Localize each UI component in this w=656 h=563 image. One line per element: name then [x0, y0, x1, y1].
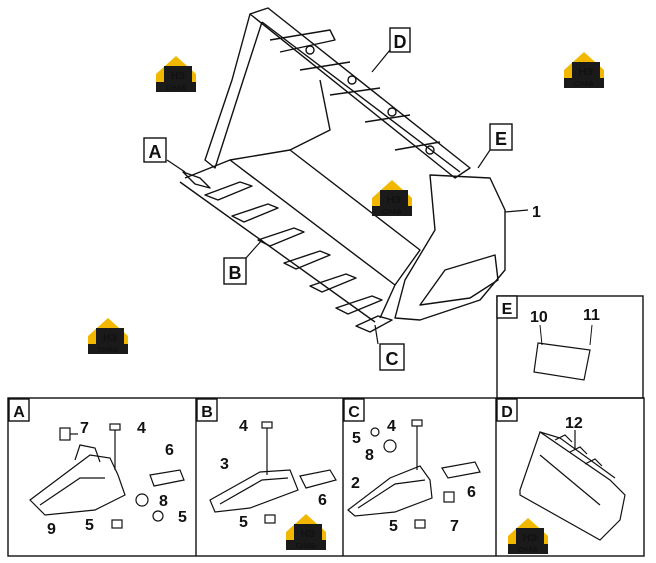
- logo-watermark-1: НЭ СНАБ: [156, 56, 196, 92]
- part-number-10: 10: [530, 309, 548, 326]
- svg-text:E: E: [495, 129, 507, 149]
- callout-b: B: [223, 257, 247, 285]
- svg-text:НЭ: НЭ: [523, 533, 537, 544]
- part-number-5: 5: [239, 514, 248, 531]
- callout-e: E: [489, 123, 513, 151]
- part-number-4: 4: [137, 420, 146, 437]
- part-number-12: 12: [565, 415, 583, 432]
- logo-watermark-5: НЭ СНАБ: [286, 514, 326, 550]
- part-number-5: 5: [178, 509, 187, 526]
- main-leaders: [166, 49, 529, 345]
- svg-text:НЭ: НЭ: [301, 529, 315, 540]
- part-number-9: 9: [47, 521, 56, 538]
- callout-a: A: [143, 137, 167, 163]
- part-number-3: 3: [220, 456, 229, 473]
- logo-watermark-4: НЭ СНАБ: [88, 318, 128, 354]
- main-bucket-drawing: [179, 7, 506, 333]
- part-number-2: 2: [351, 475, 360, 492]
- svg-text:СНАБ: СНАБ: [98, 347, 118, 354]
- svg-text:НЭ: НЭ: [579, 67, 593, 78]
- svg-text:B: B: [201, 404, 213, 421]
- svg-text:СНАБ: СНАБ: [574, 81, 594, 88]
- part-number-6: 6: [467, 484, 476, 501]
- svg-text:НЭ: НЭ: [171, 71, 185, 82]
- svg-text:A: A: [13, 404, 25, 421]
- part-number-4: 4: [239, 418, 248, 435]
- callout-c: C: [379, 343, 405, 371]
- part-number-5-lower: 5: [389, 518, 398, 535]
- svg-text:НЭ: НЭ: [103, 333, 117, 344]
- svg-text:D: D: [394, 32, 407, 52]
- panel-c: C 4 5 8 2 6 5 7: [343, 398, 481, 535]
- part-number-7: 7: [80, 420, 89, 437]
- part-number-5-lower: 5: [85, 517, 94, 534]
- panel-b: B 4 3 6 5: [196, 398, 337, 531]
- part-number-4: 4: [387, 418, 396, 435]
- part-number-6: 6: [165, 442, 174, 459]
- svg-text:B: B: [229, 263, 242, 283]
- svg-text:C: C: [386, 349, 399, 369]
- bottom-frame: [7, 397, 645, 557]
- logo-watermark-3: НЭ СНАБ: [372, 180, 412, 216]
- svg-text:D: D: [501, 404, 513, 421]
- svg-text:СНАБ: СНАБ: [296, 543, 316, 550]
- part-number-6: 6: [318, 492, 327, 509]
- svg-text:НЭ: НЭ: [387, 195, 401, 206]
- part-number-5: 5: [352, 430, 361, 447]
- svg-text:E: E: [502, 301, 513, 318]
- part-number-8: 8: [365, 447, 374, 464]
- part-number-11: 11: [583, 307, 600, 324]
- part-number-7: 7: [450, 518, 459, 535]
- svg-text:C: C: [348, 404, 360, 421]
- svg-text:СНАБ: СНАБ: [382, 209, 402, 216]
- svg-text:A: A: [149, 142, 162, 162]
- svg-text:СНАБ: СНАБ: [518, 547, 538, 554]
- callout-d: D: [389, 27, 411, 53]
- panel-d: D 12: [496, 398, 626, 541]
- part-number-1: 1: [532, 204, 541, 221]
- logo-watermark-2: НЭ СНАБ: [564, 52, 604, 88]
- panel-a: A 7 4 6 8 5 9 5: [8, 398, 187, 538]
- panel-e: E 10 11: [496, 295, 644, 399]
- part-number-8: 8: [159, 493, 168, 510]
- logo-watermark-6: НЭ СНАБ: [508, 518, 548, 554]
- svg-text:СНАБ: СНАБ: [166, 85, 186, 92]
